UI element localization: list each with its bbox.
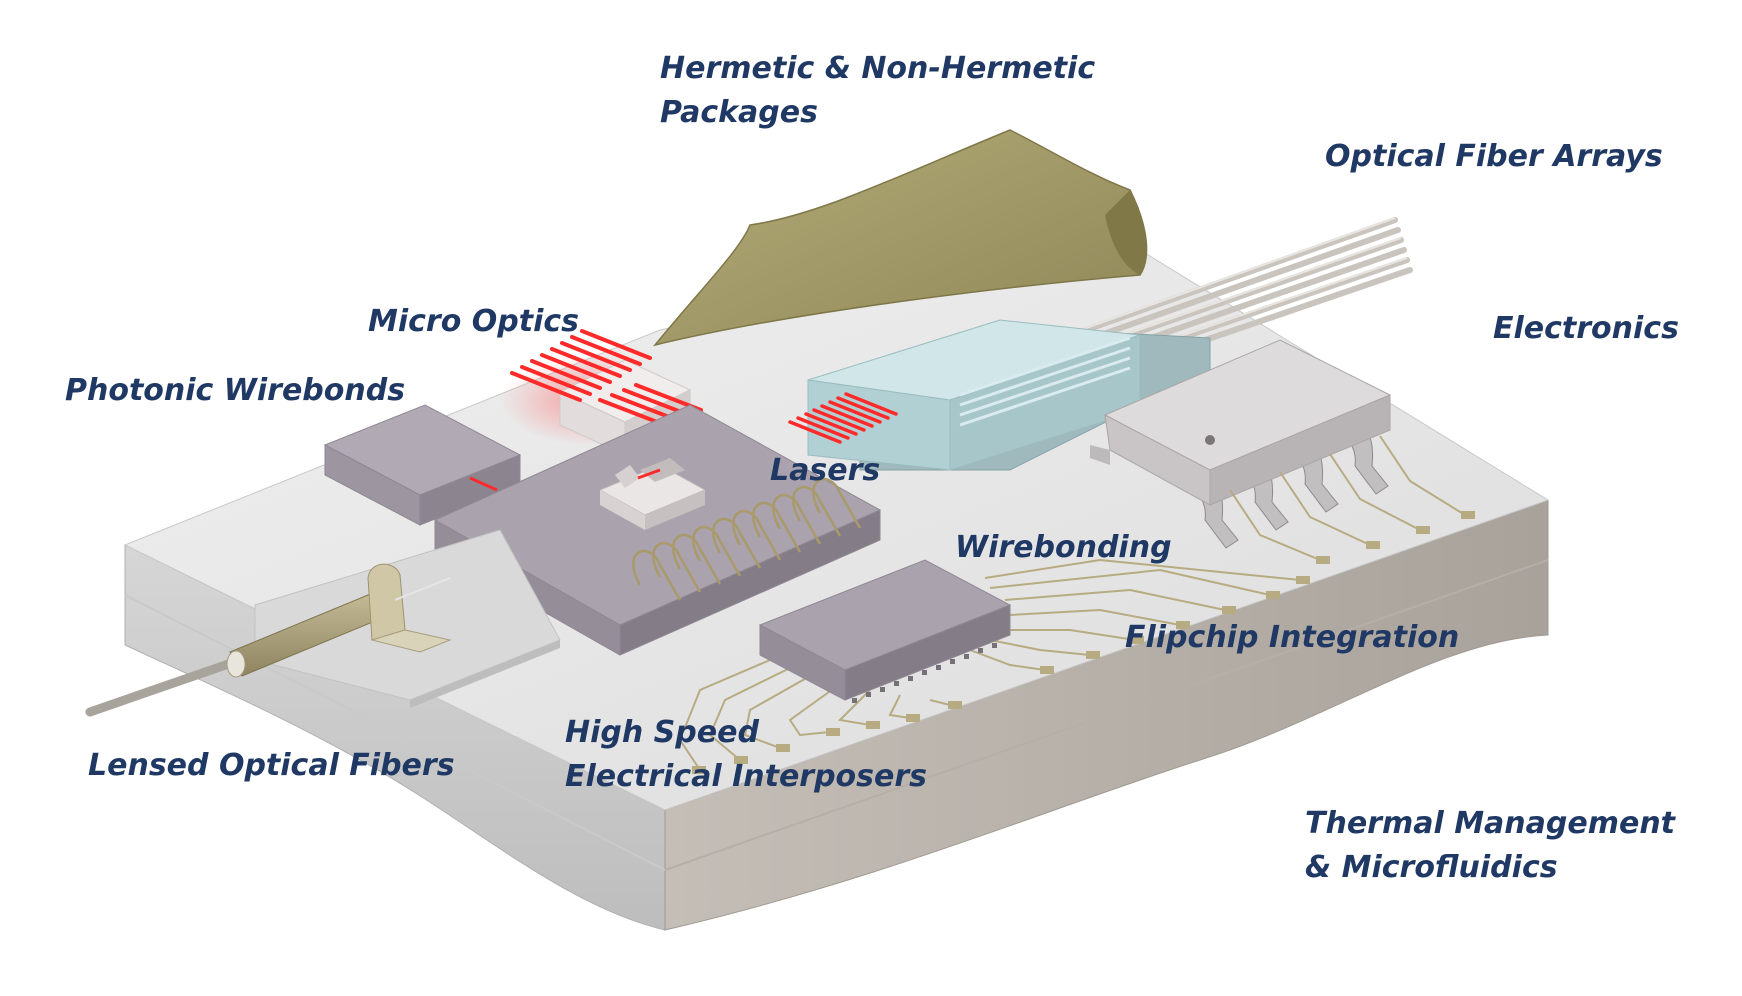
interposer-pads	[692, 511, 1475, 774]
label-optical-fiber-arrays: Optical Fiber Arrays	[1325, 139, 1663, 174]
laser-array	[788, 392, 898, 444]
label-lensed-optical-fibers: Lensed Optical Fibers	[88, 748, 455, 783]
label-lasers: Lasers	[770, 453, 880, 488]
label-flipchip-integration: Flipchip Integration	[1125, 620, 1459, 655]
electronics-ic-package	[1090, 339, 1392, 549]
optical-fiber-array	[807, 217, 1413, 471]
laser-die	[598, 458, 707, 530]
wirebonds	[632, 477, 862, 601]
label-hermetic-packages: Hermetic & Non-Hermetic Packages	[660, 51, 1106, 130]
label-electronics: Electronics	[1493, 311, 1679, 346]
photonic-wirebond-chip	[323, 404, 522, 526]
flipchip	[758, 559, 1012, 703]
labels: Hermetic & Non-Hermetic Packages Optical…	[65, 51, 1685, 885]
label-micro-optics: Micro Optics	[368, 304, 579, 339]
lensed-optical-fiber	[85, 529, 561, 717]
interposer-traces	[678, 435, 1466, 771]
label-wirebonding: Wirebonding	[955, 530, 1172, 565]
label-thermal-management: Thermal Management & Microfluidics	[1305, 806, 1685, 885]
label-high-speed-interposers: High Speed Electrical Interposers	[565, 715, 927, 794]
label-photonic-wirebonds: Photonic Wirebonds	[65, 373, 405, 408]
hermetic-package-lid	[653, 129, 1148, 347]
pin1-marker	[1205, 435, 1215, 445]
